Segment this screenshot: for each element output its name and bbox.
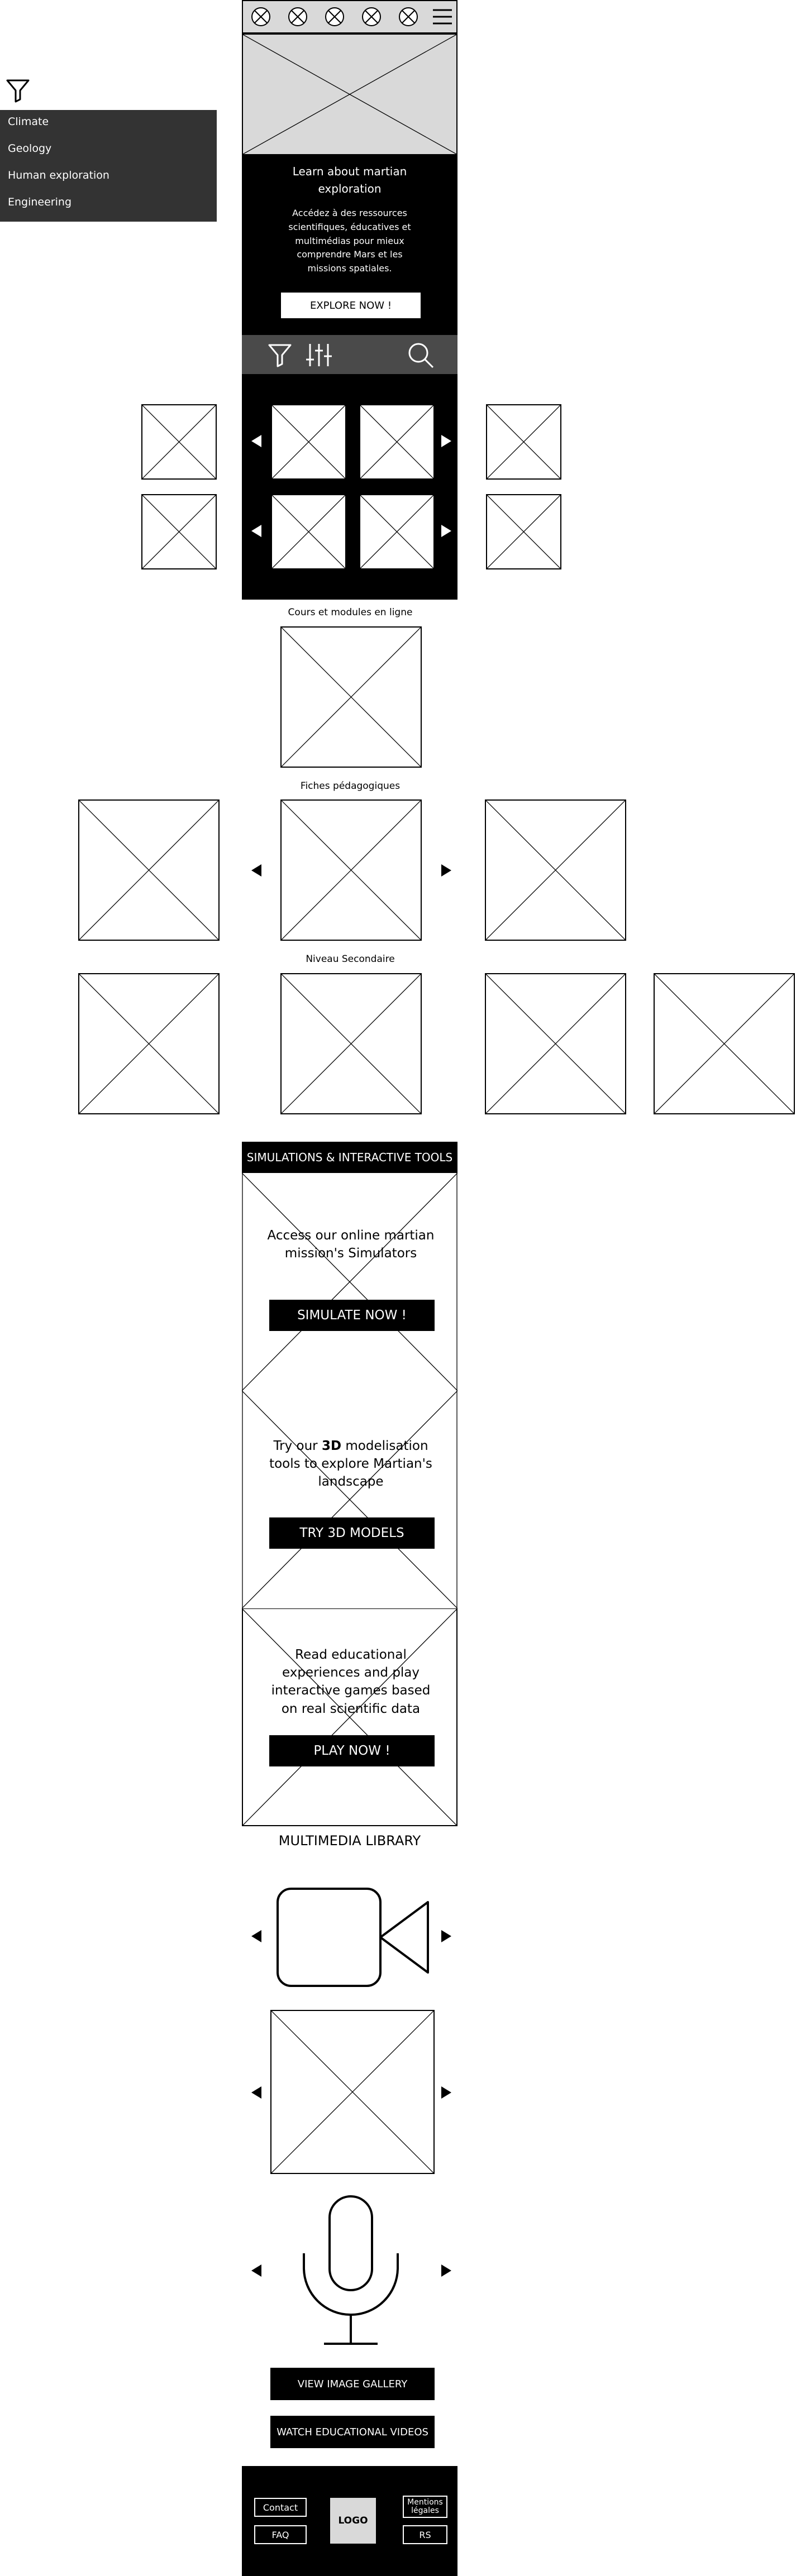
play-now-button[interactable]: PLAY NOW ! [269, 1735, 435, 1766]
watch-educational-videos-button[interactable]: WATCH EDUCATIONAL VIDEOS [270, 2416, 435, 2448]
gallery-next-arrow[interactable] [441, 2086, 451, 2099]
sheet-card-right[interactable] [485, 799, 626, 941]
video-camera-icon[interactable] [276, 1887, 432, 1988]
simulations-header: SIMULATIONS & INTERACTIVE TOOLS [242, 1142, 457, 1173]
hero-title: Learn about martian exploration [292, 165, 407, 195]
audio-next-arrow[interactable] [441, 2264, 451, 2277]
simulate-now-button[interactable]: SIMULATE NOW ! [269, 1300, 435, 1331]
footer-social-link[interactable]: RS [403, 2525, 447, 2544]
hero-description: Accédez à des ressources scientifiques, … [288, 208, 411, 274]
simulation-card-3-text: Read educational experiences and play in… [271, 1648, 431, 1716]
simulation-card-2-text: Try our 3D modelisation tools to explore… [265, 1437, 436, 1491]
sheets-prev-arrow[interactable] [251, 864, 261, 877]
view-image-gallery-button[interactable]: VIEW IMAGE GALLERY [270, 2368, 435, 2400]
carousel-prev-arrow-2[interactable] [251, 525, 261, 537]
secondary-card-4[interactable] [654, 973, 795, 1114]
carousel-side-card-right-2[interactable] [486, 494, 561, 569]
carousel-next-arrow-2[interactable] [441, 525, 451, 537]
try-3d-models-button[interactable]: TRY 3D MODELS [269, 1517, 435, 1549]
simulation-card-2-text-pre: Try our [273, 1439, 322, 1453]
filter-category-engineering[interactable]: Engineering [8, 196, 72, 208]
footer-legal-link[interactable]: Mentions légales [403, 2496, 447, 2518]
carousel-side-card-left-1[interactable] [141, 404, 217, 480]
settings-sliders-icon[interactable] [306, 343, 332, 367]
carousel-card-4[interactable] [359, 494, 435, 569]
filter-category-human-exploration[interactable]: Human exploration [8, 169, 109, 181]
sheets-section-title: Fiches pédagogiques [300, 781, 401, 792]
footer-logo[interactable]: LOGO [330, 2498, 376, 2544]
secondary-section-title: Niveau Secondaire [306, 954, 395, 965]
microphone-icon[interactable] [302, 2195, 400, 2346]
filter-funnel-icon[interactable] [6, 78, 30, 103]
carousel-side-card-left-2[interactable] [141, 494, 217, 569]
search-icon[interactable] [407, 342, 434, 368]
carousel-card-3[interactable] [271, 494, 346, 569]
carousel-card-1[interactable] [271, 404, 346, 480]
simulation-card-1-text: Access our online martian mission's Simu… [267, 1228, 435, 1261]
image-gallery-placeholder[interactable] [270, 2010, 435, 2174]
nav-circle-icon-3[interactable] [325, 7, 345, 27]
carousel-card-2[interactable] [359, 404, 435, 480]
nav-circle-icon-1[interactable] [251, 7, 271, 27]
sheets-next-arrow[interactable] [441, 864, 451, 877]
secondary-card-1[interactable] [78, 973, 220, 1114]
filter-icon[interactable] [268, 343, 292, 367]
secondary-card-2[interactable] [280, 973, 422, 1114]
sheet-card-center[interactable] [280, 799, 422, 941]
sheet-card-left[interactable] [78, 799, 220, 941]
hero-image-placeholder [242, 33, 457, 155]
simulation-card-1 [242, 1173, 457, 1391]
top-nav-bar [242, 0, 457, 33]
simulation-card-2-text-post: modelisation tools to explore Martian's … [269, 1439, 432, 1490]
multimedia-library-title: MULTIMEDIA LIBRARY [278, 1833, 421, 1849]
video-prev-arrow[interactable] [251, 1930, 261, 1942]
toolbar [242, 335, 457, 374]
secondary-card-3[interactable] [485, 973, 626, 1114]
footer-contact-link[interactable]: Contact [254, 2498, 307, 2517]
carousel-side-card-right-1[interactable] [486, 404, 561, 480]
audio-prev-arrow[interactable] [251, 2264, 261, 2277]
footer: Contact FAQ LOGO Mentions légales RS [242, 2466, 457, 2576]
simulation-card-2 [242, 1391, 457, 1608]
course-card[interactable] [280, 626, 422, 768]
courses-section-title: Cours et modules en ligne [288, 607, 413, 618]
filter-category-panel: Climate Geology Human exploration Engine… [0, 110, 217, 222]
simulation-card-2-text-bold: 3D [321, 1439, 342, 1453]
hamburger-menu-icon[interactable] [432, 8, 453, 26]
gallery-prev-arrow[interactable] [251, 2086, 261, 2099]
hero-panel: Learn about martian exploration Accédez … [242, 155, 457, 335]
footer-faq-link[interactable]: FAQ [254, 2525, 307, 2544]
video-next-arrow[interactable] [441, 1930, 451, 1942]
simulation-card-3 [242, 1608, 457, 1826]
carousel-next-arrow-1[interactable] [441, 435, 451, 447]
nav-circle-icon-2[interactable] [288, 7, 308, 27]
filter-category-climate[interactable]: Climate [8, 116, 49, 128]
nav-circle-icon-5[interactable] [398, 7, 418, 27]
nav-circle-icon-4[interactable] [361, 7, 382, 27]
carousel-prev-arrow-1[interactable] [251, 435, 261, 447]
explore-now-button[interactable]: EXPLORE NOW ! [281, 293, 421, 318]
filter-category-geology[interactable]: Geology [8, 142, 52, 155]
